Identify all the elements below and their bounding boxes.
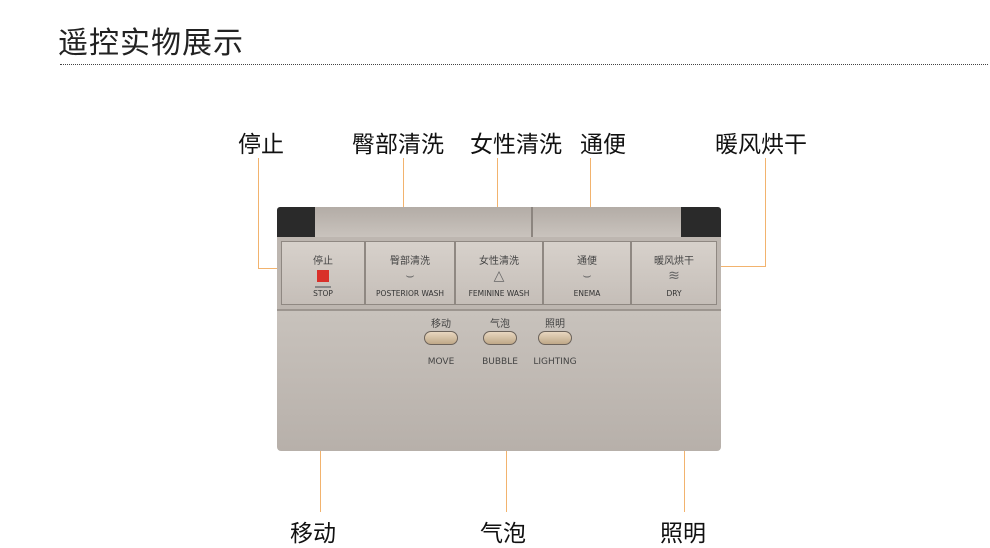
leader-stop-v xyxy=(258,158,259,268)
callout-move: 移动 xyxy=(290,521,336,547)
dry-label: 暖风烘干 xyxy=(654,256,694,267)
dry-icon: ≋ xyxy=(668,268,680,284)
bubble-en: BUBBLE xyxy=(482,357,518,367)
dry-en: DRY xyxy=(666,289,682,298)
stop-indicator xyxy=(315,286,331,288)
remote-control: 停止 STOP 臀部清洗 ⌣ POSTERIOR WASH 女性清洗 △ FEM… xyxy=(277,207,721,451)
stop-button[interactable]: 停止 STOP xyxy=(281,241,365,305)
lighting-button[interactable] xyxy=(538,331,572,345)
move-label: 移动 xyxy=(431,319,451,330)
lighting-label: 照明 xyxy=(545,319,565,330)
posterior-wash-icon: ⌣ xyxy=(405,268,415,284)
bubble-button[interactable] xyxy=(483,331,517,345)
feminine-wash-button[interactable]: 女性清洗 △ FEMININE WASH xyxy=(455,241,543,305)
bubble-label: 气泡 xyxy=(490,319,510,330)
leader-dry-v xyxy=(765,158,766,266)
callout-enema: 通便 xyxy=(580,132,626,158)
page-title: 遥控实物展示 xyxy=(58,26,244,61)
posterior-wash-en: POSTERIOR WASH xyxy=(376,289,444,298)
move-en: MOVE xyxy=(427,357,455,367)
callout-posterior-wash: 臀部清洗 xyxy=(352,132,444,158)
feminine-wash-label: 女性清洗 xyxy=(479,256,519,267)
callout-dry: 暖风烘干 xyxy=(715,132,807,158)
enema-icon: ⌣ xyxy=(582,268,592,284)
remote-lower-panel: 移动 气泡 照明 MOVE BUBBLE LIGHTING xyxy=(277,309,721,451)
title-divider xyxy=(60,64,988,65)
leader-dry-h xyxy=(700,266,766,267)
enema-label: 通便 xyxy=(577,256,597,267)
enema-button[interactable]: 通便 ⌣ ENEMA xyxy=(543,241,631,305)
lighting-en: LIGHTING xyxy=(533,357,577,367)
callout-bubble: 气泡 xyxy=(480,521,526,547)
function-button-row: 停止 STOP 臀部清洗 ⌣ POSTERIOR WASH 女性清洗 △ FEM… xyxy=(277,237,721,309)
feminine-wash-icon: △ xyxy=(493,268,505,284)
stop-icon xyxy=(317,270,329,282)
remote-top-cover xyxy=(315,207,681,237)
callout-stop: 停止 xyxy=(238,132,284,158)
feminine-wash-en: FEMININE WASH xyxy=(468,289,530,298)
stop-button-en: STOP xyxy=(313,289,333,298)
enema-en: ENEMA xyxy=(573,289,601,298)
callout-lighting: 照明 xyxy=(660,521,706,547)
posterior-wash-label: 臀部清洗 xyxy=(390,256,430,267)
dry-button[interactable]: 暖风烘干 ≋ DRY xyxy=(631,241,717,305)
move-button[interactable] xyxy=(424,331,458,345)
posterior-wash-button[interactable]: 臀部清洗 ⌣ POSTERIOR WASH xyxy=(365,241,455,305)
stop-button-label: 停止 xyxy=(313,256,333,267)
callout-feminine-wash: 女性清洗 xyxy=(470,132,562,158)
